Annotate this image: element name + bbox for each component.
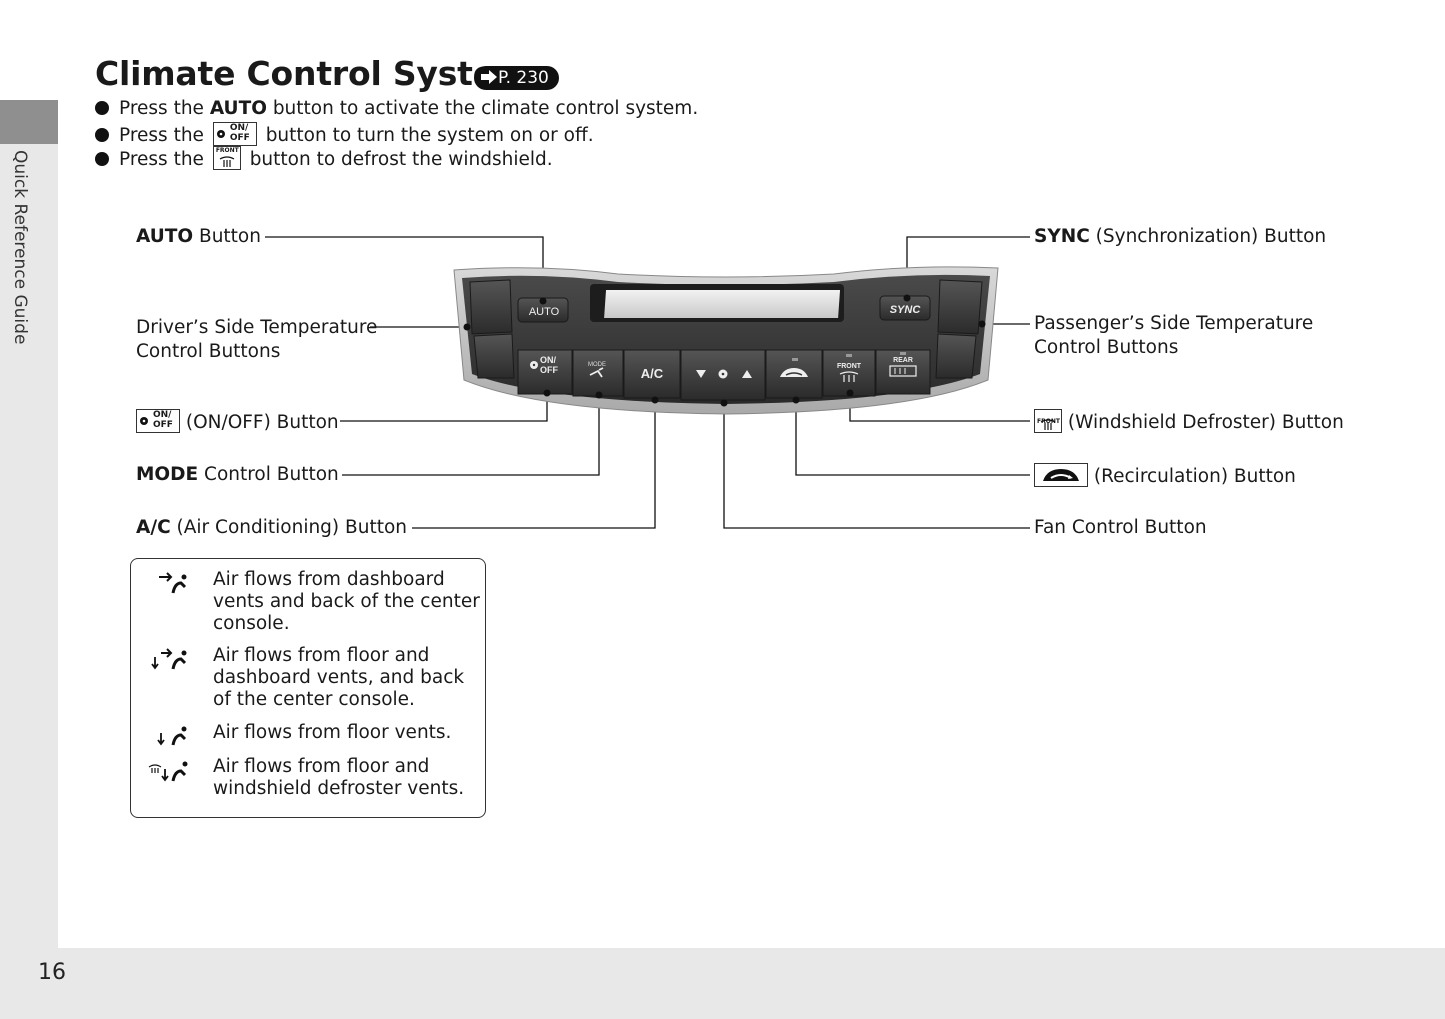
panel-auto-label: AUTO [529,306,560,318]
legend-text: Air flows from dashboard vents and back … [213,569,480,634]
climate-control-panel: AUTO SYNC ON/ OFF MODE A/C FRONT REAR [453,266,999,415]
page-title: Climate Control System [95,54,530,93]
bullet-item: Press the ON/ OFF button to turn the sys… [95,122,594,146]
on-off-icon: ON/ OFF [136,409,180,433]
svg-text:FRONT: FRONT [837,363,862,370]
floor-vents-icon [157,726,187,746]
bullet-text: button to activate the climate control s… [266,98,699,119]
legend-text: Air flows from floor and windshield defr… [213,756,465,799]
fan-button-label: Fan Control Button [1034,517,1207,538]
bullet-text: button to turn the system on or off. [259,125,594,146]
auto-button-label: AUTO Button [136,226,261,247]
on-off-button-label: ON/ OFF (ON/OFF) Button [136,409,339,435]
floor-defroster-vents-icon [148,761,188,782]
recirculation-icon [1034,463,1088,487]
ac-button-label: A/C (Air Conditioning) Button [136,517,407,538]
page-number: 16 [38,960,66,985]
bullet-text: Press the [119,149,210,170]
defroster-button-label: FRONT (Windshield Defroster) Button [1034,409,1344,435]
page-reference-text: P. 230 [498,68,549,88]
footer-bar [58,948,1445,1019]
sync-button-label: SYNC (Synchronization) Button [1034,226,1327,247]
bullet-bold: AUTO [209,98,267,119]
mode-button-label: MODE Control Button [136,464,339,485]
svg-text:MODE: MODE [588,362,606,368]
bullet-item: Press the FRONT button to defrost the wi… [95,146,553,170]
svg-text:REAR: REAR [893,357,913,364]
bullet-text: Press the [119,98,210,119]
recirculation-button-label: (Recirculation) Button [1034,463,1296,489]
panel-ac-label: A/C [641,366,664,381]
svg-text:OFF: OFF [540,365,558,375]
bullet-icon [95,152,109,166]
arrow-icon [481,70,497,84]
bullet-item: Press the AUTO button to activate the cl… [95,98,698,119]
panel-sync-label: SYNC [890,304,922,316]
dashboard-vents-icon [159,572,187,594]
bullet-text: Press the [119,125,210,146]
side-bar [0,100,58,1019]
bullet-icon [95,128,109,142]
on-off-icon: ON/ OFF [212,122,257,146]
airflow-legend: Air flows from dashboard vents and back … [130,558,486,818]
page-reference-link[interactable]: P. 230 [474,66,559,90]
front-defrost-icon: FRONT [212,146,241,170]
side-tab [0,100,58,144]
legend-text: Air flows from floor and dashboard vents… [213,645,465,710]
front-defrost-icon: FRONT [1034,409,1062,433]
bullet-icon [95,101,109,115]
svg-text:ON/: ON/ [540,355,557,365]
bullet-text: button to defrost the windshield. [243,149,553,170]
legend-text: Air flows from floor vents. [213,722,452,743]
floor-dashboard-vents-icon [151,648,187,670]
